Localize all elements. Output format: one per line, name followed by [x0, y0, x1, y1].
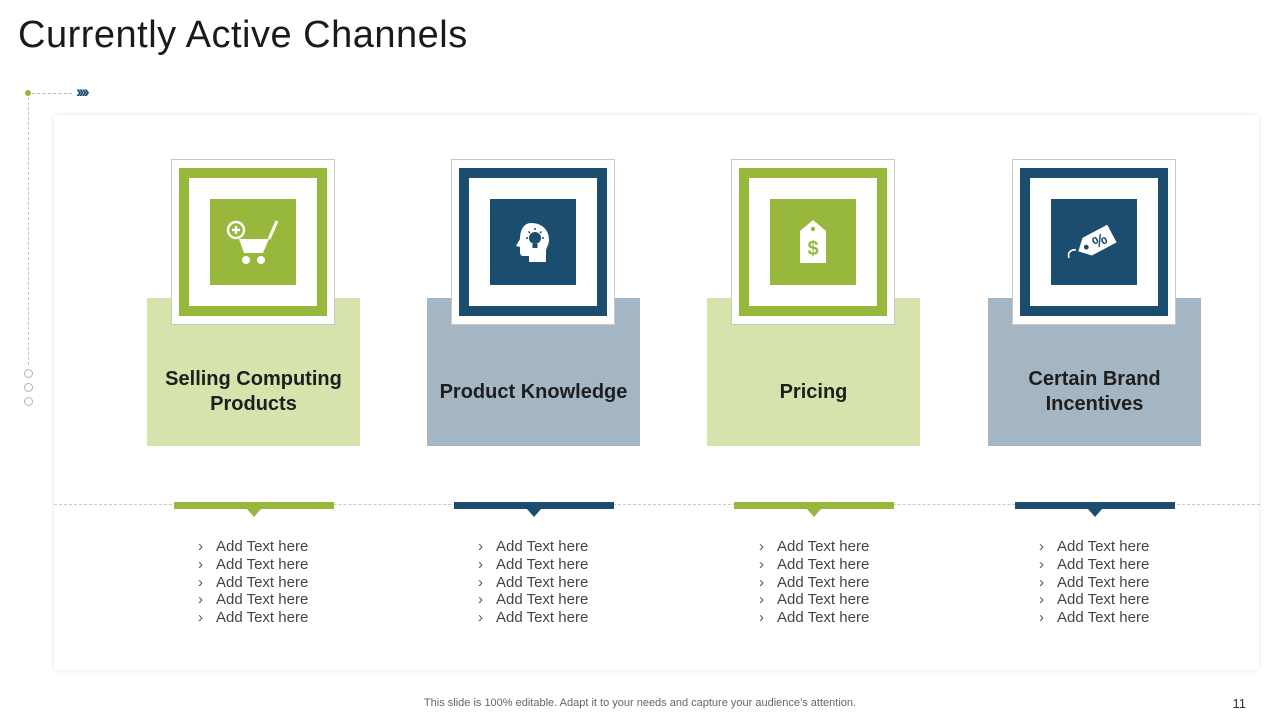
list-item: ›Add Text here: [759, 573, 870, 591]
page-number: 11: [1232, 696, 1247, 711]
list-item: ›Add Text here: [759, 591, 870, 609]
card-label: Selling Computing Products: [165, 368, 342, 415]
list-item: ›Add Text here: [198, 538, 309, 555]
chevrons-icon: ››››: [76, 82, 90, 101]
card-icon-frame: %: [1012, 159, 1176, 325]
chevron-right-icon: ›: [759, 609, 764, 627]
guide-ring: [24, 383, 33, 392]
chevron-right-icon: ›: [198, 591, 203, 609]
card-label: Product Knowledge: [439, 380, 628, 403]
list-item: ›Add Text here: [1039, 538, 1150, 555]
list-item: ›Add Text here: [478, 591, 589, 609]
list-item: ›Add Text here: [198, 573, 309, 591]
chevron-right-icon: ›: [198, 538, 203, 555]
svg-text:%: %: [1090, 231, 1111, 253]
bar-pointer: [527, 509, 541, 517]
icon-ring: [459, 168, 607, 316]
chevron-right-icon: ›: [1039, 555, 1044, 573]
list-item: ›Add Text here: [1039, 591, 1150, 609]
chevron-right-icon: ›: [759, 555, 764, 573]
list-item: ›Add Text here: [478, 573, 589, 591]
chevron-right-icon: ›: [478, 609, 483, 627]
list-item: ›Add Text here: [478, 609, 589, 627]
card-icon-frame: $: [731, 159, 895, 325]
guide-horizontal-line: [32, 93, 72, 94]
list-item: ›Add Text here: [198, 609, 309, 627]
chevron-right-icon: ›: [759, 538, 764, 555]
chevron-right-icon: ›: [1039, 573, 1044, 591]
guide-ring: [24, 397, 33, 406]
chevron-right-icon: ›: [1039, 591, 1044, 609]
chevron-right-icon: ›: [759, 591, 764, 609]
icon-ring: [179, 168, 327, 316]
bullet-list: ›Add Text here ›Add Text here ›Add Text …: [1039, 538, 1219, 627]
list-item: ›Add Text here: [478, 555, 589, 573]
percent-tag-icon: %: [1067, 224, 1117, 259]
list-item: ›Add Text here: [759, 538, 870, 555]
chevron-right-icon: ›: [478, 591, 483, 609]
dollar-price-tag-icon: $: [800, 220, 826, 263]
footer-note: This slide is 100% editable. Adapt it to…: [423, 697, 857, 709]
card-icon-frame: [171, 159, 335, 325]
card-bar: [1015, 502, 1175, 517]
chevron-right-icon: ›: [1039, 609, 1044, 627]
icon-tile: [490, 199, 576, 285]
icon-ring: $: [739, 168, 887, 316]
card-bar: [454, 502, 614, 517]
chevron-right-icon: ›: [478, 573, 483, 591]
list-item: ›Add Text here: [759, 609, 870, 627]
list-item: ›Add Text here: [1039, 555, 1150, 573]
chevron-right-icon: ›: [198, 573, 203, 591]
bar-pointer: [1088, 509, 1102, 517]
chevron-right-icon: ›: [759, 573, 764, 591]
card-label: Pricing: [779, 380, 848, 403]
bullet-list: ›Add Text here ›Add Text here ›Add Text …: [759, 538, 939, 627]
chevron-right-icon: ›: [198, 555, 203, 573]
chevron-right-icon: ›: [478, 538, 483, 555]
list-item: ›Add Text here: [198, 591, 309, 609]
shopping-cart-plus-icon: [226, 220, 279, 264]
svg-text:$: $: [807, 238, 818, 260]
guide-ring: [24, 369, 33, 378]
list-item: ›Add Text here: [1039, 573, 1150, 591]
bullet-list: ›Add Text here ›Add Text here ›Add Text …: [478, 538, 658, 627]
divider-line: [54, 504, 1260, 505]
card-label: Certain Brand Incentives: [1028, 368, 1161, 415]
icon-tile: [210, 199, 296, 285]
icon-tile: $: [770, 199, 856, 285]
icon-tile: %: [1051, 199, 1137, 285]
list-item: ›Add Text here: [198, 555, 309, 573]
list-item: ›Add Text here: [1039, 609, 1150, 627]
bar-pointer: [807, 509, 821, 517]
guide-vertical-line: [28, 97, 29, 365]
chevron-right-icon: ›: [198, 609, 203, 627]
chevron-right-icon: ›: [1039, 538, 1044, 555]
card-icon-frame: [451, 159, 615, 325]
card-bar: [734, 502, 894, 517]
bullet-list: ›Add Text here ›Add Text here ›Add Text …: [198, 538, 378, 627]
bar-pointer: [247, 509, 261, 517]
chevron-right-icon: ›: [478, 555, 483, 573]
page-title: Currently Active Channels: [18, 14, 468, 56]
card-bar: [174, 502, 334, 517]
guide-dot: [25, 90, 31, 96]
icon-ring: %: [1020, 168, 1168, 316]
head-lightbulb-icon: [516, 223, 549, 262]
list-item: ›Add Text here: [478, 538, 589, 555]
list-item: ›Add Text here: [759, 555, 870, 573]
